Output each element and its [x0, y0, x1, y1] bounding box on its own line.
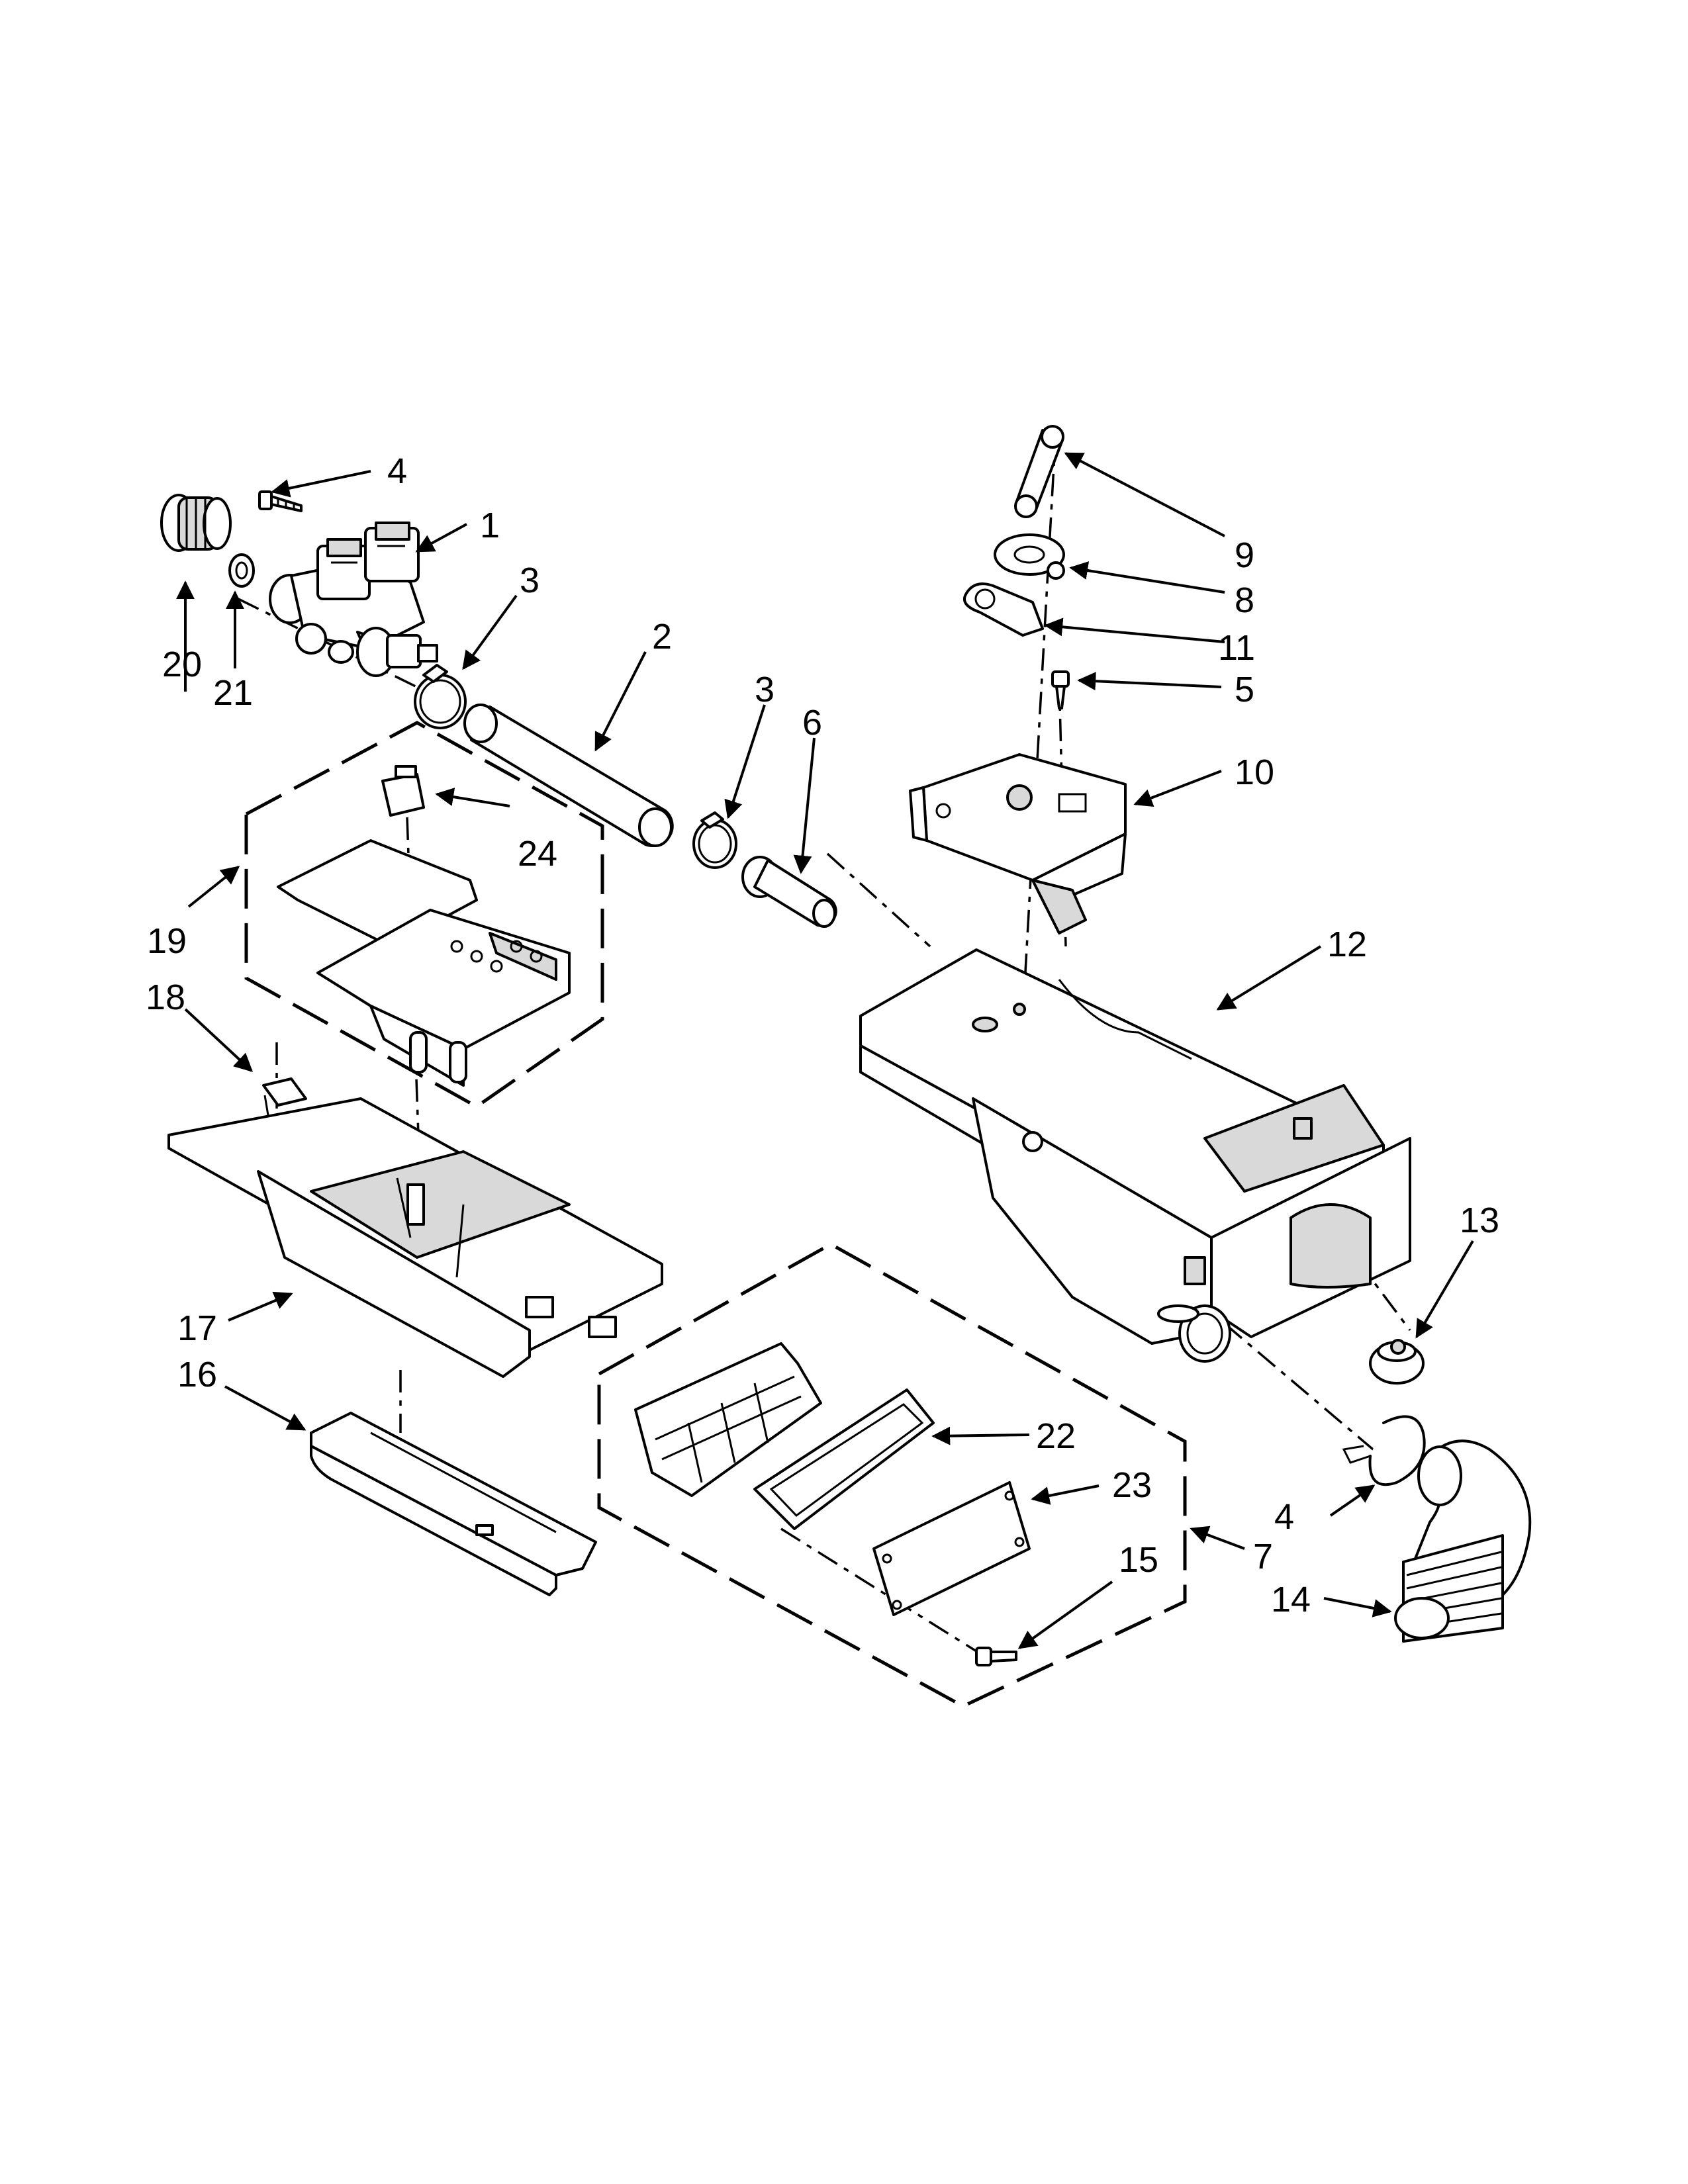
part-22-inlet-screen: [160, 494, 232, 552]
callout-12: 12: [1327, 925, 1367, 964]
callout-11: 11: [1218, 628, 1255, 668]
callout-21: 22: [1036, 1416, 1076, 1456]
part-16-drip-tray: [310, 1412, 597, 1596]
part-5-inlet-tube: [741, 856, 837, 928]
callout-1: 1: [480, 506, 500, 545]
part-20-cover-plate: [872, 1481, 1031, 1616]
callout-17: 17: [177, 1308, 217, 1348]
callout-2: 2: [652, 617, 672, 657]
part-10-hose-clamp: [1342, 1415, 1426, 1486]
callout-leaders: [176, 452, 1474, 1649]
callout-5: 6: [802, 703, 822, 743]
callout-3-right: 3: [755, 670, 774, 709]
group-box-siphon-kit: [597, 1242, 1187, 1708]
callout-15: 15: [1119, 1540, 1158, 1580]
callout-16: 16: [177, 1355, 217, 1394]
part-14-drain-hose: [1394, 1439, 1532, 1643]
callout-13: 13: [1460, 1201, 1499, 1240]
group-box-dispenser-drawer: [244, 721, 604, 1109]
callout-20: 23: [1112, 1465, 1152, 1505]
callout-19: 19: [147, 921, 187, 961]
part-7-actuator-arm: [1014, 425, 1064, 518]
part-13-vent-cap: [1369, 1339, 1425, 1385]
callout-14: 14: [1271, 1580, 1311, 1619]
callout-9: 7: [1253, 1537, 1273, 1576]
part-11-gasket: [963, 582, 1044, 637]
callout-18: 18: [146, 978, 185, 1017]
part-8-dispenser-motor: [909, 753, 1127, 934]
callout-3-left: 3: [520, 561, 539, 600]
callout-23: 21: [213, 673, 253, 713]
callout-22: 20: [162, 645, 202, 684]
callout-4-left: 4: [387, 451, 407, 491]
callout-6: 8: [1235, 580, 1254, 620]
part-4-screw-right: [1051, 670, 1070, 709]
part-4-screw-left: [258, 490, 303, 512]
callout-7: 9: [1235, 535, 1254, 575]
part-23-washer: [228, 553, 255, 588]
part-17-drawer-housing: [167, 1097, 663, 1378]
callout-labels: 4 1 3 2 3 6 20 21 9 8 11 5 10 12 13 24 1…: [146, 451, 1499, 1619]
part-15-screw: [975, 1647, 1017, 1666]
part-12-dispenser-housing: [859, 948, 1411, 1363]
callout-8: 10: [1235, 752, 1274, 792]
part-3-hose-clamp-right: [692, 811, 737, 869]
part-1-water-inlet-valve: [269, 522, 438, 677]
callout-4-right: 5: [1235, 670, 1254, 709]
part-6-cam: [994, 533, 1065, 580]
callout-24: 24: [518, 834, 557, 874]
part-24-siphon-cap: [381, 765, 425, 817]
callout-10: 4: [1274, 1497, 1294, 1537]
part-21-frame-gasket: [753, 1388, 935, 1530]
part-2-inlet-hose: [463, 704, 674, 847]
part-3-hose-clamp-left: [414, 664, 467, 729]
part-19-dispenser-drawer: [277, 839, 571, 1087]
part-9-siphon-assembly: [634, 1342, 822, 1497]
part-18-clip: [262, 1077, 307, 1116]
